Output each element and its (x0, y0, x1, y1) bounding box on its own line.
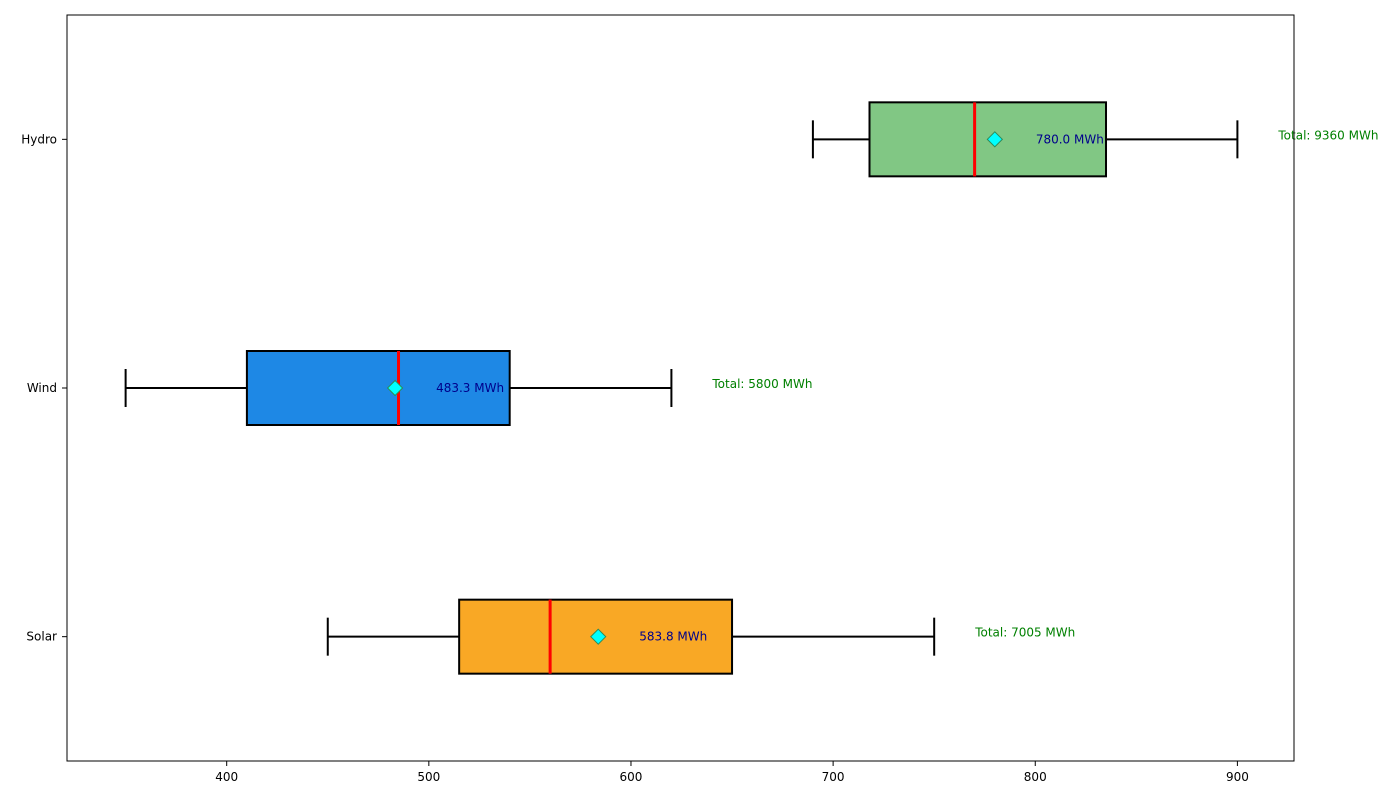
x-tick-label-400: 400 (215, 770, 238, 784)
y-tick-label-solar: Solar (26, 630, 57, 644)
boxes-layer: 583.8 MWh Total: 7005 MWh 483.3 MWh Total: … (124, 101, 1378, 675)
mean-label-solar: 583.8 MWh (639, 630, 707, 644)
total-label-hydro: Total: 9360 MWh (1277, 128, 1378, 142)
box-group-hydro: 780.0 MWh Total: 9360 MWh (811, 101, 1378, 178)
box-group-solar: 583.8 MWh Total: 7005 MWh (326, 598, 1075, 675)
x-tick-label-800: 800 (1024, 770, 1047, 784)
total-label-wind: Total: 5800 MWh (711, 377, 812, 391)
x-tick-label-600: 600 (620, 770, 643, 784)
x-tick-label-500: 500 (417, 770, 440, 784)
mean-label-hydro: 780.0 MWh (1036, 132, 1104, 146)
x-tick-label-900: 900 (1226, 770, 1249, 784)
mean-label-wind: 483.3 MWh (436, 381, 504, 395)
box-wind (245, 350, 511, 426)
mean-marker-wind (386, 379, 404, 397)
y-tick-label-wind: Wind (27, 381, 57, 395)
mean-marker-hydro (986, 131, 1004, 148)
mean-marker-solar (590, 628, 607, 645)
total-label-solar: Total: 7005 MWh (974, 626, 1075, 640)
x-tick-label-700: 700 (822, 770, 845, 784)
axis-layer: 400 500 600 700 800 900 Solar Wind Hydro (21, 132, 1249, 784)
y-tick-label-hydro: Hydro (21, 132, 57, 146)
box-group-wind: 483.3 MWh Total: 5800 MWh (124, 350, 812, 426)
